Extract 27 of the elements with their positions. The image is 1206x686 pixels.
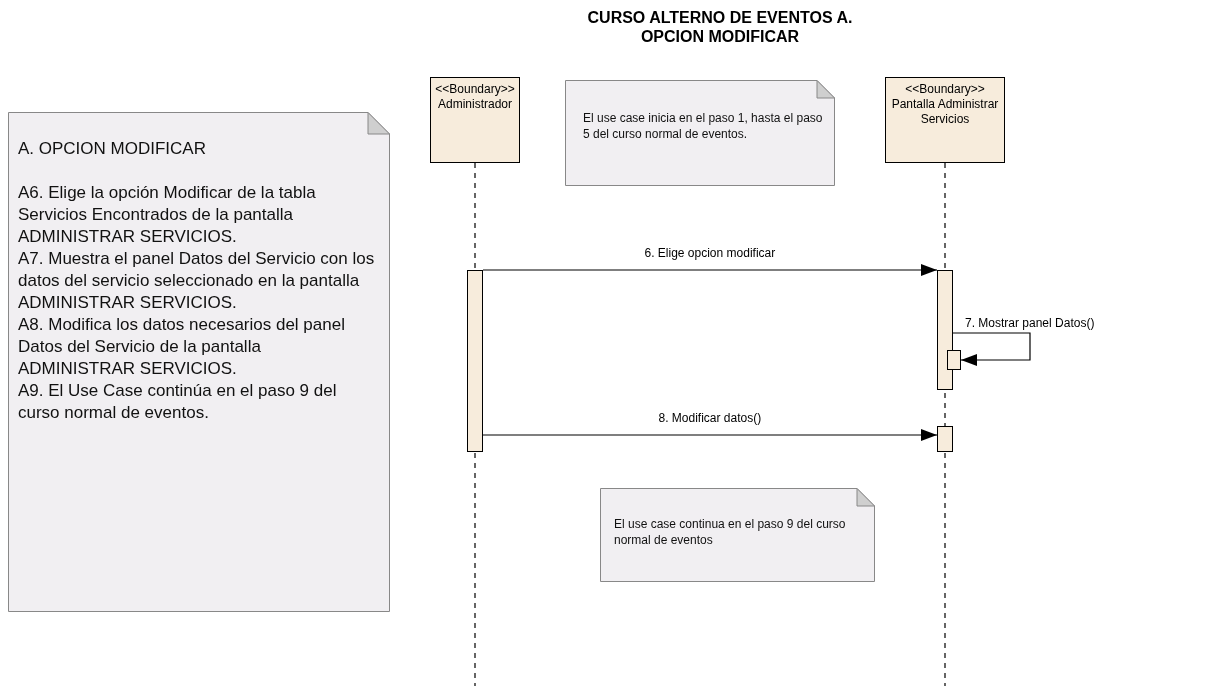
note-text: A9. El Use Case continúa en el paso 9 del curso normal de eventos.: [18, 380, 338, 424]
note-text: A7. Muestra el panel Datos del Servicio con los datos del servicio seleccionado en la pantalla ADMINISTRAR SERVICIOS.: [18, 248, 376, 314]
note-heading: A. OPCION MODIFICAR: [18, 138, 207, 160]
activation-bar: [947, 350, 961, 370]
activation-bar: [937, 270, 953, 390]
note: [8, 112, 390, 612]
stereotype-label: <<Boundary>>: [904, 82, 986, 97]
note: [565, 80, 835, 186]
note-text: A8. Modifica los datos necesarios del panel Datos del Servicio de la pantalla ADMINISTRAR SERVICIOS.: [18, 314, 346, 380]
message-arrow: [482, 264, 938, 276]
lifeline-head-box: [430, 77, 520, 163]
participant-name: Pantalla Administrar Servicios: [890, 97, 1000, 127]
activation-bar: [937, 426, 953, 452]
activation-bar: [467, 270, 483, 452]
note-text: El use case inicia en el paso 1, hasta el paso 5 del curso normal de eventos.: [583, 110, 824, 142]
lifeline-head-box: [885, 77, 1005, 163]
message-arrow: [482, 429, 938, 441]
message-arrow: [952, 332, 1031, 366]
stereotype-label: <<Boundary>>: [434, 82, 516, 97]
message-label: 7. Mostrar panel Datos(): [965, 316, 1095, 330]
note-text: El use case continua en el paso 9 del curso normal de eventos: [614, 516, 847, 548]
participant-name: Administrador: [437, 97, 513, 112]
diagram-title: CURSO ALTERNO DE EVENTOS A. OPCION MODIFICAR: [586, 8, 854, 46]
note: [600, 488, 875, 582]
note-text: A6. Elige la opción Modificar de la tabla Servicios Encontrados de la pantalla ADMINISTRAR SERVICIOS.: [18, 182, 317, 248]
message-label: 6. Elige opcion modificar: [644, 246, 776, 260]
message-label: 8. Modificar datos(): [658, 411, 762, 425]
